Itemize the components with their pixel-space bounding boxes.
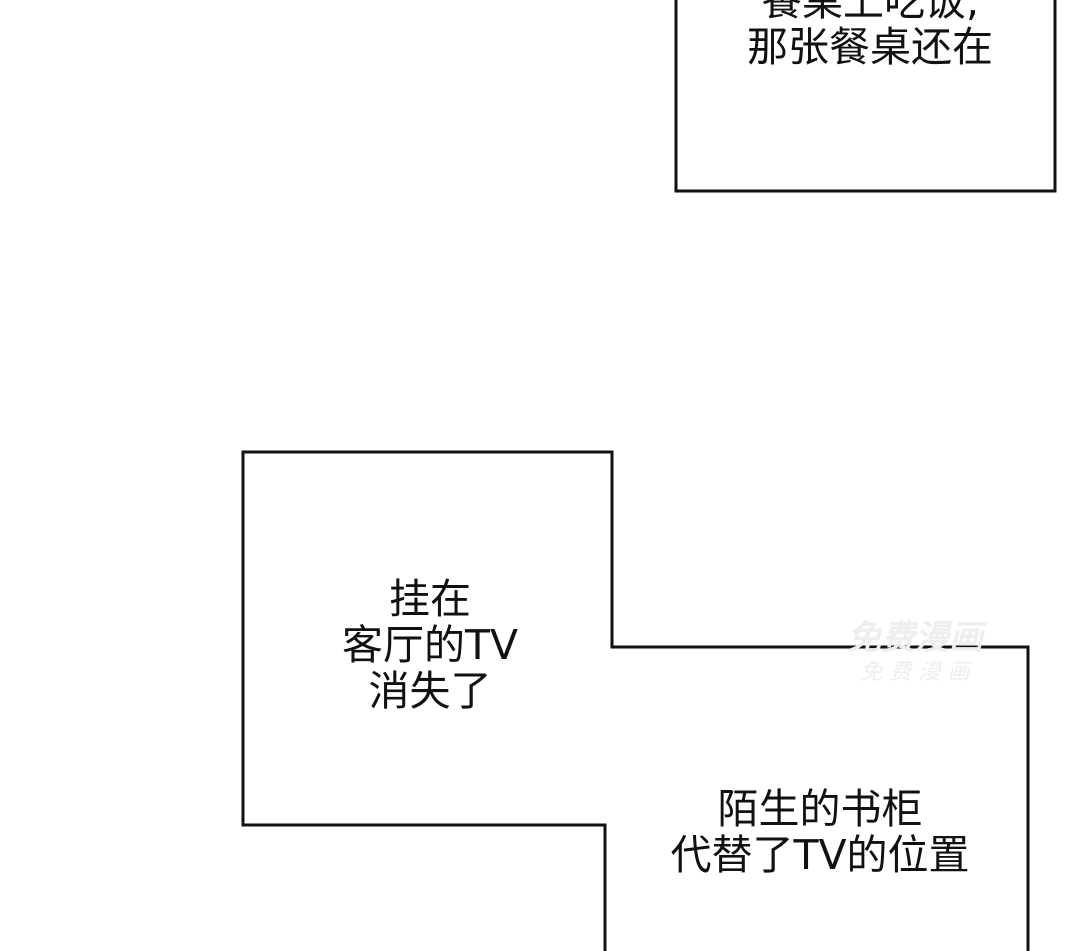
top-right-caption-line-2: 那张餐桌还在 <box>747 23 993 71</box>
middle-left-panel-border <box>241 450 1030 951</box>
top-right-caption: 餐桌上吃饭, 那张餐桌还在 <box>700 0 1040 70</box>
middle-left-caption-line-1: 挂在 <box>389 575 471 623</box>
middle-left-caption-line-2: 客厅的TV <box>341 621 519 669</box>
bottom-right-caption-line-2: 代替了TV的位置 <box>670 831 970 879</box>
bottom-right-caption: 陌生的书柜 代替了TV的位置 <box>640 786 1000 878</box>
bottom-right-caption-line-1: 陌生的书柜 <box>717 785 923 833</box>
watermark-title: 免费漫画 <box>847 618 983 658</box>
watermark-logo: 免费漫画 免 费 漫 画 <box>820 618 1010 688</box>
top-right-panel-border <box>674 0 1057 193</box>
watermark-subtitle: 免 费 漫 画 <box>860 660 970 685</box>
top-right-caption-line-1: 餐桌上吃饭, <box>760 0 980 25</box>
middle-left-caption-line-3: 消失了 <box>368 667 492 715</box>
middle-left-caption: 挂在 客厅的TV 消失了 <box>300 576 560 714</box>
